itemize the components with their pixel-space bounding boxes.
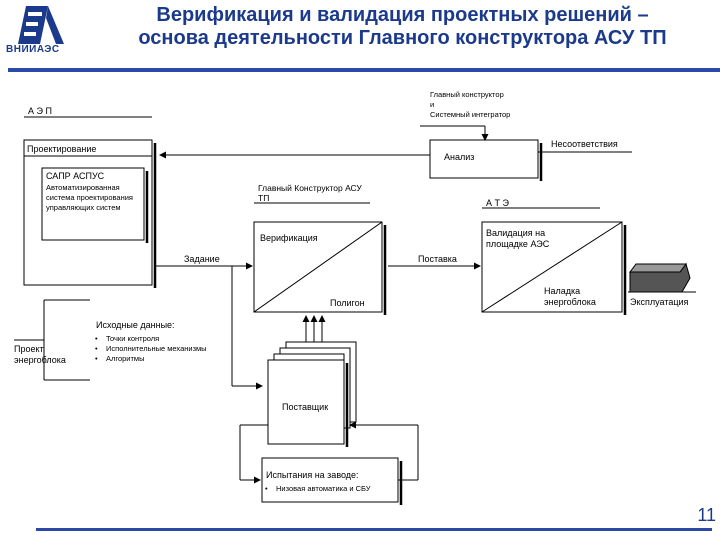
- ekspluatatsiya-label: Эксплуатация: [630, 297, 689, 307]
- validatsiya-box: [481, 221, 623, 313]
- analiz-label: Анализ: [444, 152, 475, 162]
- proekt-energobloka-label: Проект энергоблока: [14, 344, 66, 365]
- naladka-label: Наладка энергоблока: [544, 286, 596, 307]
- logo-text: ВНИИАЭС: [6, 44, 60, 55]
- header-divider: [8, 68, 720, 72]
- sapr-title: САПР АСПУС: [46, 171, 105, 181]
- aep-label: А Э П: [28, 106, 52, 116]
- title-line-2: основа деятельности Главного конструктор…: [138, 27, 667, 49]
- logo-mark-icon: [18, 6, 64, 44]
- page-title: Верификация и валидация проектных решени…: [90, 4, 715, 50]
- proektirovanie-label: Проектирование: [27, 144, 97, 154]
- gk-si-label: Главный конструктор и Системный интеграт…: [430, 90, 511, 119]
- gk-asutp-label: Главный Конструктор АСУ ТП: [258, 183, 362, 203]
- logo: [4, 4, 74, 64]
- nesootvetstviya-label: Несоответствия: [551, 139, 618, 149]
- aep-container: [23, 139, 153, 286]
- ispytaniya-list: Низовая автоматика и СБУ: [264, 484, 371, 494]
- ispytaniya-title: Испытания на заводе:: [266, 470, 359, 480]
- ekspluatatsiya-arrow-icon: [629, 262, 691, 293]
- list-item: Низовая автоматика и СБУ: [264, 484, 371, 494]
- zadanie-label: Задание: [184, 254, 220, 264]
- list-item: Исполнительные механизмы: [94, 344, 207, 354]
- title-line-1: Верификация и валидация проектных решени…: [156, 4, 649, 26]
- iskhodnye-list: Точки контроля Исполнительные механизмы …: [94, 334, 207, 364]
- poligon-label: Полигон: [330, 298, 365, 308]
- list-item: Точки контроля: [94, 334, 207, 344]
- postavshchik-label: Поставщик: [282, 402, 329, 412]
- list-item: Алгоритмы: [94, 354, 207, 364]
- page-number: 11: [697, 505, 716, 525]
- footer-divider: [36, 528, 712, 531]
- iskhodnye-title: Исходные данные:: [96, 320, 175, 330]
- validatsiya-label: Валидация на площадке АЭС: [486, 228, 550, 249]
- sapr-box: [41, 167, 145, 241]
- ate-label: А Т Э: [486, 198, 509, 208]
- verifikatsiya-box: [253, 221, 383, 313]
- postavshchik-box: [267, 359, 345, 445]
- verifikatsiya-label: Верификация: [260, 233, 318, 243]
- postavka-label: Поставка: [418, 254, 457, 264]
- sapr-description: Автоматизированная система проектировани…: [46, 183, 133, 212]
